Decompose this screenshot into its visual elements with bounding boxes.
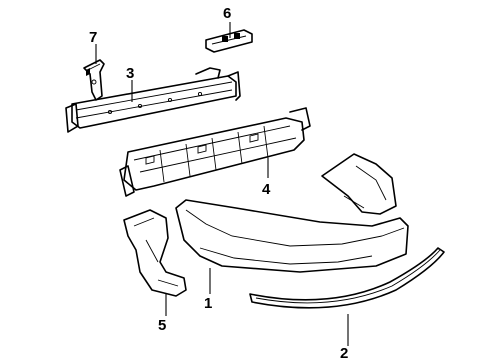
bracket-part-6	[205, 29, 253, 53]
callout-5: 5	[158, 317, 166, 334]
bumper-cover-part-1	[175, 153, 409, 273]
callouts: 7 6 3 4 1 5 2	[89, 5, 348, 360]
bracket-part-7	[83, 59, 105, 101]
callout-6: 6	[223, 5, 231, 22]
side-bracket-part-5	[123, 209, 187, 297]
callout-2: 2	[340, 345, 348, 360]
callout-7: 7	[89, 29, 97, 46]
reinforcement-bar-part-3	[65, 67, 241, 133]
leader-lines	[95, 22, 349, 346]
callout-3: 3	[126, 65, 134, 82]
molding-strip-part-2	[249, 247, 445, 309]
energy-absorber-part-4	[119, 107, 311, 197]
callout-1: 1	[204, 295, 212, 312]
callout-4: 4	[262, 181, 271, 198]
